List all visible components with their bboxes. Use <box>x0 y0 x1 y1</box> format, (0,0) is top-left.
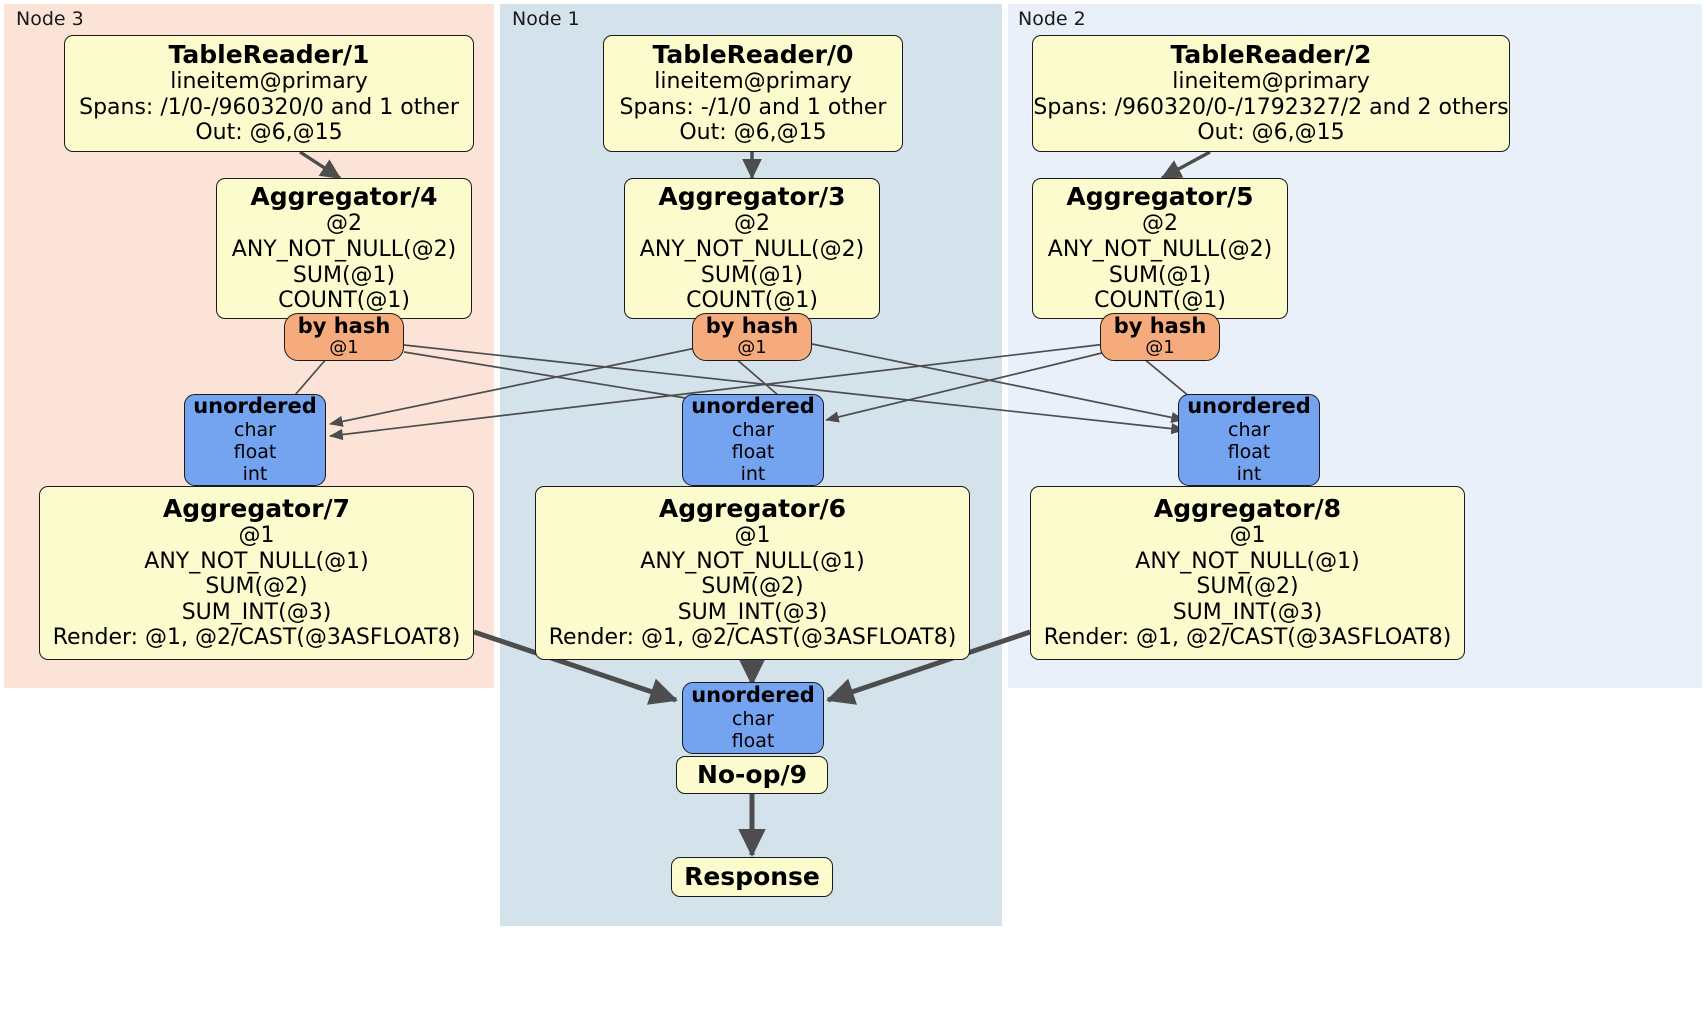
synchronizer-unordered-left[interactable]: unordered char float int <box>184 394 326 486</box>
router-by-hash-right[interactable]: by hash @1 <box>1100 313 1220 361</box>
sync-line: float <box>731 729 775 752</box>
node-line: lineitem@primary <box>170 69 368 95</box>
node-title: Response <box>684 862 820 891</box>
synchronizer-unordered-final[interactable]: unordered char float <box>682 682 824 754</box>
node-line: Spans: -/1/0 and 1 other <box>619 94 887 120</box>
router-by-hash-left[interactable]: by hash @1 <box>284 313 404 361</box>
sync-title: unordered <box>1187 394 1311 419</box>
sync-line: float <box>731 440 775 463</box>
node-line: SUM(@1) <box>292 262 396 288</box>
node-aggregator6[interactable]: Aggregator/6 @1 ANY_NOT_NULL(@1) SUM(@2)… <box>535 486 970 660</box>
node-line: @2 <box>734 211 770 237</box>
node-title: TableReader/1 <box>168 40 370 70</box>
panel-label-node1: Node 1 <box>512 8 580 30</box>
node-line: ANY_NOT_NULL(@1) <box>144 548 369 574</box>
node-title: No-op/9 <box>696 760 808 789</box>
node-response[interactable]: Response <box>671 857 833 897</box>
node-title: Aggregator/7 <box>162 494 351 524</box>
node-line: SUM_INT(@3) <box>677 599 828 625</box>
node-aggregator7[interactable]: Aggregator/7 @1 ANY_NOT_NULL(@1) SUM(@2)… <box>39 486 474 660</box>
node-line: ANY_NOT_NULL(@1) <box>1135 548 1360 574</box>
sync-title: unordered <box>691 683 815 708</box>
node-line: SUM_INT(@3) <box>1172 599 1323 625</box>
sync-title: unordered <box>691 394 815 419</box>
node-aggregator4[interactable]: Aggregator/4 @2 ANY_NOT_NULL(@2) SUM(@1)… <box>216 178 472 319</box>
sync-line: char <box>1228 418 1270 441</box>
node-line: Spans: /960320/0-/1792327/2 and 2 others <box>1033 94 1509 120</box>
sync-line: char <box>732 707 774 730</box>
node-tablereader0[interactable]: TableReader/0 lineitem@primary Spans: -/… <box>603 35 903 152</box>
node-line: Render: @1, @2/CAST(@3ASFLOAT8) <box>52 625 461 651</box>
router-title: by hash <box>1113 313 1207 338</box>
panel-label-node2: Node 2 <box>1018 8 1086 30</box>
panel-label-node3: Node 3 <box>16 8 84 30</box>
node-title: Aggregator/5 <box>1066 182 1254 212</box>
node-line: Render: @1, @2/CAST(@3ASFLOAT8) <box>1043 625 1452 651</box>
node-aggregator5[interactable]: Aggregator/5 @2 ANY_NOT_NULL(@2) SUM(@1)… <box>1032 178 1288 319</box>
node-line: SUM(@2) <box>1196 574 1299 600</box>
node-line: SUM(@2) <box>205 574 308 600</box>
node-title: Aggregator/6 <box>658 494 847 524</box>
node-line: COUNT(@1) <box>278 288 410 314</box>
node-line: ANY_NOT_NULL(@2) <box>231 236 457 262</box>
node-line: @1 <box>238 523 275 549</box>
node-line: Out: @6,@15 <box>679 120 827 146</box>
synchronizer-unordered-right[interactable]: unordered char float int <box>1178 394 1320 486</box>
node-line: ANY_NOT_NULL(@2) <box>1047 236 1273 262</box>
node-line: SUM(@1) <box>1108 262 1212 288</box>
node-title: Aggregator/8 <box>1153 494 1342 524</box>
node-line: ANY_NOT_NULL(@1) <box>640 548 865 574</box>
node-line: COUNT(@1) <box>1094 288 1226 314</box>
node-aggregator3[interactable]: Aggregator/3 @2 ANY_NOT_NULL(@2) SUM(@1)… <box>624 178 880 319</box>
node-line: SUM_INT(@3) <box>181 599 332 625</box>
router-by-hash-center[interactable]: by hash @1 <box>692 313 812 361</box>
sync-line: int <box>1236 462 1262 485</box>
node-line: SUM(@2) <box>701 574 804 600</box>
node-tablereader1[interactable]: TableReader/1 lineitem@primary Spans: /1… <box>64 35 474 152</box>
sync-line: char <box>234 418 276 441</box>
sync-title: unordered <box>193 394 317 419</box>
node-noop9[interactable]: No-op/9 <box>676 756 828 794</box>
router-line: @1 <box>329 337 359 359</box>
node-title: Aggregator/4 <box>250 182 438 212</box>
node-line: @1 <box>734 523 771 549</box>
node-line: @2 <box>326 211 362 237</box>
sync-line: int <box>740 462 766 485</box>
node-line: COUNT(@1) <box>686 288 818 314</box>
node-line: Spans: /1/0-/960320/0 and 1 other <box>79 94 459 120</box>
node-title: Aggregator/3 <box>658 182 846 212</box>
node-line: Render: @1, @2/CAST(@3ASFLOAT8) <box>548 625 957 651</box>
node-line: lineitem@primary <box>1172 69 1370 95</box>
node-line: Out: @6,@15 <box>195 120 343 146</box>
node-line: @2 <box>1142 211 1178 237</box>
node-line: lineitem@primary <box>654 69 852 95</box>
node-line: @1 <box>1229 523 1266 549</box>
sync-line: float <box>233 440 277 463</box>
node-title: TableReader/0 <box>652 40 854 70</box>
node-line: Out: @6,@15 <box>1197 120 1345 146</box>
sync-line: int <box>242 462 268 485</box>
node-line: SUM(@1) <box>700 262 804 288</box>
sync-line: float <box>1227 440 1271 463</box>
synchronizer-unordered-center[interactable]: unordered char float int <box>682 394 824 486</box>
node-aggregator8[interactable]: Aggregator/8 @1 ANY_NOT_NULL(@1) SUM(@2)… <box>1030 486 1465 660</box>
router-line: @1 <box>737 337 767 359</box>
router-line: @1 <box>1145 337 1175 359</box>
sync-line: char <box>732 418 774 441</box>
router-title: by hash <box>297 313 391 338</box>
node-line: ANY_NOT_NULL(@2) <box>639 236 865 262</box>
router-title: by hash <box>705 313 799 338</box>
node-title: TableReader/2 <box>1170 40 1372 70</box>
node-tablereader2[interactable]: TableReader/2 lineitem@primary Spans: /9… <box>1032 35 1510 152</box>
